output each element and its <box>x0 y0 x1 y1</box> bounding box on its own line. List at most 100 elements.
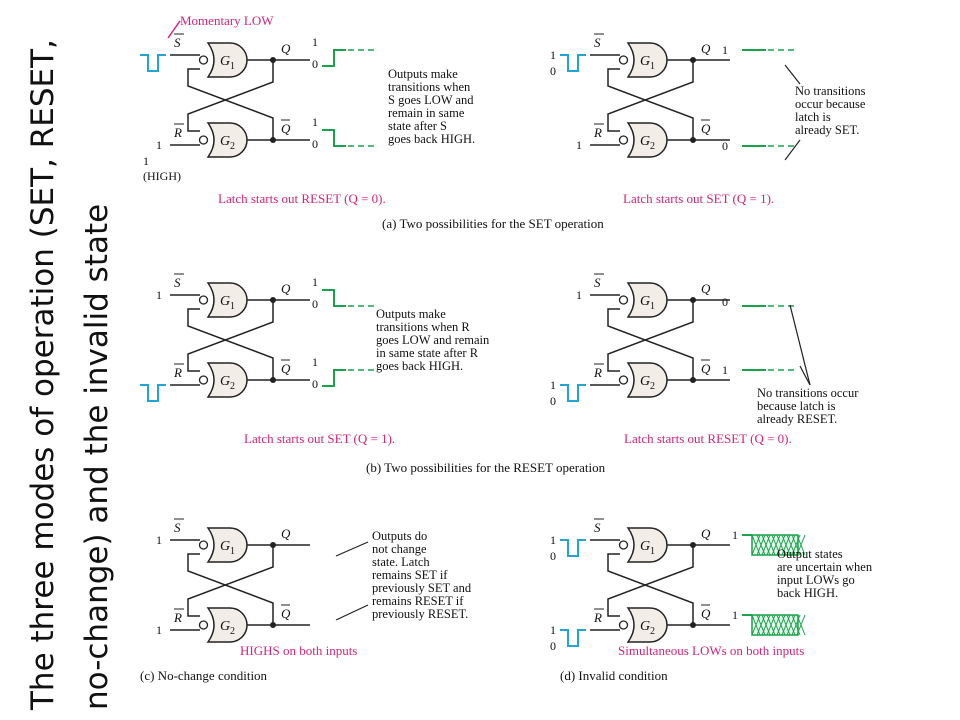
feedback-q <box>607 545 694 617</box>
label-one: 1 <box>550 533 556 547</box>
feedback-q <box>187 545 274 617</box>
gate-body <box>626 607 668 643</box>
inversion-bubble <box>618 135 629 145</box>
inversion-bubble <box>198 295 209 305</box>
input-label-s-bar: S <box>174 35 181 50</box>
gate-body <box>626 42 668 78</box>
caption-a: (a) Two possibilities for the SET operat… <box>382 216 604 231</box>
note-line: occur because <box>795 97 866 111</box>
note-line: goes back HIGH. <box>388 132 475 146</box>
output-label-q: Q <box>281 41 291 56</box>
feedback-q <box>607 60 694 132</box>
gate-body <box>206 527 248 563</box>
note-line: Outputs make <box>376 307 446 321</box>
input-label-s-bar: S <box>594 275 601 290</box>
output-label-q-bar: Q <box>701 121 711 136</box>
inversion-bubble <box>618 55 629 65</box>
note-line: input LOWs go <box>777 573 855 587</box>
gate-subscript: 1 <box>650 546 655 557</box>
caption-d: (d) Invalid condition <box>560 668 668 683</box>
latch-figure: SR101G1G2QQMomentary LOW1(HIGH)1010Outpu… <box>140 13 873 683</box>
slide-title: The three modes of operation (SET, RESET… <box>25 39 115 710</box>
inversion-bubble <box>618 295 629 305</box>
output-label-q-bar: Q <box>701 361 711 376</box>
gate-label: G <box>640 374 650 389</box>
label-zero: 0 <box>550 394 556 408</box>
label-one-s: 1 <box>156 533 162 547</box>
gate-label: G <box>220 619 230 634</box>
q-bar-one: 1 <box>312 355 318 369</box>
label-one-r: 1 <box>156 138 162 152</box>
inversion-bubble <box>198 375 209 385</box>
high-label: (HIGH) <box>143 169 181 183</box>
note-line: latch is <box>795 110 831 124</box>
note-line: No transitions occur <box>757 386 859 400</box>
note-line: Outputs do <box>372 529 427 543</box>
note-line: remains RESET if <box>372 594 464 608</box>
label-one-s: 1 <box>576 288 582 302</box>
b1-caption: Latch starts out SET (Q = 1). <box>244 431 395 446</box>
c-caption: HIGHS on both inputs <box>240 643 357 658</box>
gate-subscript: 2 <box>650 141 655 152</box>
label-one-r: 1 <box>156 623 162 637</box>
note-line: are uncertain when <box>777 560 873 574</box>
note-line: state after S <box>388 119 447 133</box>
label-zero: 0 <box>550 64 556 78</box>
label-one-s: 1 <box>156 288 162 302</box>
q-one: 1 <box>732 528 738 542</box>
output-label-q: Q <box>701 41 711 56</box>
note-line: remains SET if <box>372 568 448 582</box>
input-label-s-bar: S <box>174 520 181 535</box>
d-caption: Simultaneous LOWs on both inputs <box>618 643 804 658</box>
output-label-q-bar: Q <box>281 121 291 136</box>
inversion-bubble <box>618 375 629 385</box>
inversion-bubble <box>198 135 209 145</box>
note-line: remain in same <box>388 106 465 120</box>
q-trace <box>322 289 346 307</box>
inversion-bubble <box>198 55 209 65</box>
pulse-s <box>560 539 586 557</box>
note-arrow <box>784 139 801 161</box>
q-bar-trace <box>322 129 346 147</box>
feedback-q <box>187 60 274 132</box>
inversion-bubble <box>618 620 629 630</box>
note-line: back HIGH. <box>777 586 838 600</box>
inversion-bubble <box>198 540 209 550</box>
input-label-r-bar: R <box>173 365 182 380</box>
a2-caption: Latch starts out SET (Q = 1). <box>623 191 774 206</box>
q-zero: 0 <box>722 295 728 309</box>
feedback-q-bar <box>607 68 694 140</box>
label-one: 1 <box>550 48 556 62</box>
input-label-r-bar: R <box>593 365 602 380</box>
gate-subscript: 2 <box>650 626 655 637</box>
note-line: S goes LOW and <box>388 93 474 107</box>
note-line: previously RESET. <box>372 607 468 621</box>
b2-caption: Latch starts out RESET (Q = 0). <box>624 431 792 446</box>
q-bar-zero: 0 <box>312 137 318 151</box>
note-line: in same state after R <box>376 346 479 360</box>
output-label-q: Q <box>281 526 291 541</box>
q-uncertain-trace <box>742 534 806 556</box>
label-one: 1 <box>550 378 556 392</box>
gate-body <box>626 282 668 318</box>
gate-body <box>206 362 248 398</box>
label-one-r: 1 <box>143 154 149 168</box>
label-zero: 0 <box>550 549 556 563</box>
note-arrow <box>799 365 811 386</box>
gate-label: G <box>220 54 230 69</box>
inversion-bubble <box>198 620 209 630</box>
gate-body <box>626 122 668 158</box>
output-label-q-bar: Q <box>281 606 291 621</box>
hatch-line <box>796 614 806 636</box>
